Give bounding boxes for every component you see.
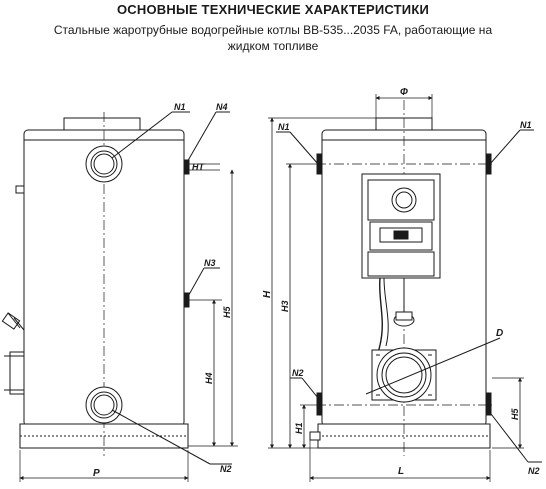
burner-nozzle [393,278,415,327]
front-flange-d [371,347,437,403]
label-side-n1: N1 [174,102,186,112]
label-front-phi: Ф [400,87,408,98]
label-side-h4: H4 [204,372,214,384]
subtitle-line-2: жидком топливе [227,39,319,53]
side-flange-n1 [85,145,123,183]
side-top-cap [63,117,141,131]
label-front-h: H [262,290,273,298]
label-front-d: D [496,328,503,339]
label-side-p: P [93,468,100,479]
label-front-l: L [398,466,404,477]
side-fitting-n4 [183,159,190,175]
side-flange-n2 [85,386,123,424]
label-front-n1-left: N1 [278,122,290,132]
label-front-n2-left: N2 [292,368,304,378]
label-side-n4: N4 [216,102,228,112]
label-side-h5: H5 [222,306,232,318]
label-front-n1-right: N1 [520,120,532,130]
side-view [1,111,238,482]
label-side-n3: N3 [204,258,216,268]
front-nozzle-n1-left [316,153,323,175]
label-front-h3: H3 [280,300,290,312]
front-nozzle-n1-right [485,153,492,175]
page-title: ОСНОВНЫЕ ТЕХНИЧЕСКИЕ ХАРАКТЕРИСТИКИ [116,2,430,17]
front-nozzle-n2-right [485,392,492,416]
label-front-n2-right: N2 [528,466,540,476]
label-front-h1: H1 [294,422,304,434]
label-front-h5: H5 [510,408,520,420]
front-nozzle-n2-left [316,392,323,416]
label-side-n2: N2 [220,464,232,474]
label-side-ht: HT [192,162,205,172]
side-burner-stub [1,312,25,331]
page-subtitle: Стальные жаротрубные водогрейные котлы B… [0,22,546,54]
subtitle-line-1: Стальные жаротрубные водогрейные котлы B… [53,23,493,37]
front-view [268,94,542,482]
